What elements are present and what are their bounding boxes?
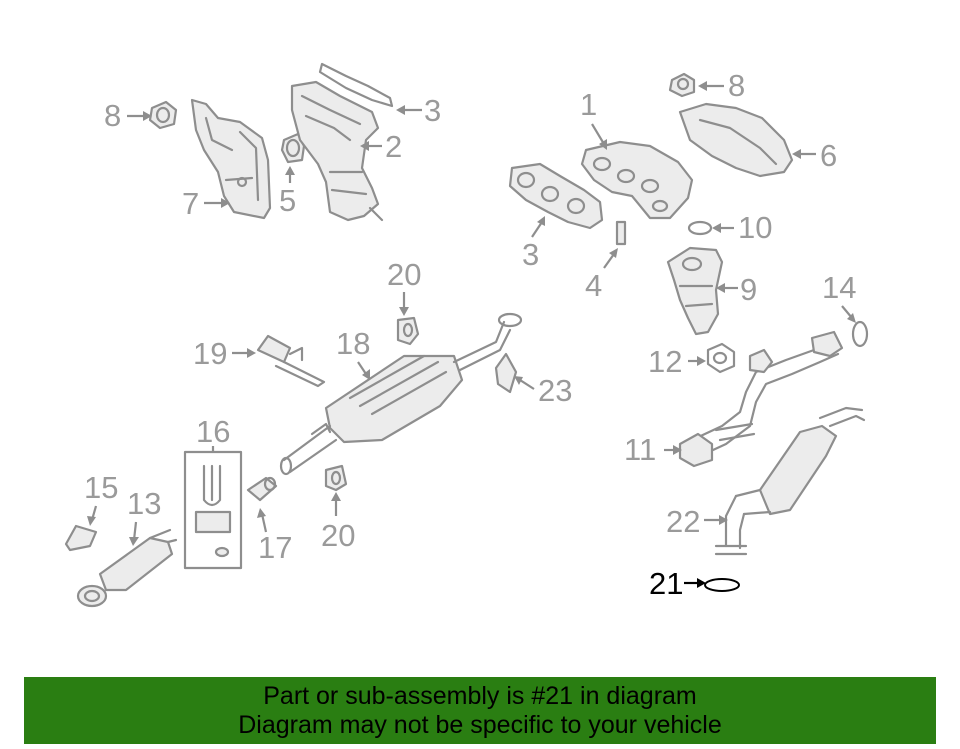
svg-text:10: 10	[738, 210, 772, 245]
svg-text:3: 3	[522, 237, 539, 272]
part-7-heat-shield-left[interactable]	[190, 98, 272, 220]
svg-text:22: 22	[666, 504, 700, 539]
svg-text:13: 13	[127, 486, 161, 521]
svg-text:4: 4	[585, 268, 602, 303]
info-banner: Part or sub-assembly is #21 in diagram D…	[24, 677, 936, 744]
svg-text:1: 1	[580, 87, 597, 122]
svg-text:12: 12	[648, 344, 682, 379]
part-1-exhaust-manifold[interactable]	[580, 140, 694, 220]
callout-7: 7	[182, 186, 230, 221]
svg-text:18: 18	[336, 326, 370, 361]
callout-17: 17	[257, 508, 292, 565]
callout-23: 23	[514, 373, 572, 408]
callout-11: 11	[624, 432, 682, 467]
part-20-hanger-top[interactable]	[396, 316, 420, 346]
callout-15: 15	[84, 470, 118, 526]
callout-6: 6	[792, 138, 837, 173]
part-15-bracket[interactable]	[64, 524, 98, 552]
svg-text:14: 14	[822, 270, 856, 305]
part-13-catalytic-converter[interactable]	[76, 528, 178, 608]
part-18-muffler-assembly[interactable]	[279, 312, 523, 476]
part-8-nut-left[interactable]	[148, 100, 178, 130]
part-11-front-pipe[interactable]	[678, 330, 844, 468]
part-14-gasket[interactable]	[851, 320, 869, 348]
callout-19: 19	[193, 336, 256, 371]
part-22-resonator-pipe[interactable]	[714, 406, 866, 556]
part-6-heat-shield-right[interactable]	[678, 102, 794, 178]
svg-text:9: 9	[740, 272, 757, 307]
callout-20-bottom: 20	[321, 492, 355, 553]
callout-3-right: 3	[522, 216, 545, 272]
part-10-ring-gasket[interactable]	[687, 220, 713, 236]
callout-4: 4	[585, 248, 618, 303]
callout-16: 16	[196, 414, 230, 452]
svg-text:2: 2	[385, 129, 402, 164]
svg-text:8: 8	[728, 68, 745, 103]
callout-8-right: 8	[698, 68, 745, 103]
part-16-clamp-kit[interactable]	[183, 450, 243, 570]
callout-9: 9	[716, 272, 757, 307]
svg-text:5: 5	[279, 183, 296, 218]
svg-text:6: 6	[820, 138, 837, 173]
svg-text:11: 11	[624, 432, 656, 467]
part-3-gasket-left[interactable]	[318, 62, 394, 108]
part-12-flange-gasket[interactable]	[706, 342, 736, 374]
svg-text:20: 20	[387, 257, 421, 292]
svg-text:16: 16	[196, 414, 230, 449]
svg-text:21: 21	[649, 566, 683, 601]
svg-text:23: 23	[538, 373, 572, 408]
svg-text:20: 20	[321, 518, 355, 553]
callout-1: 1	[580, 87, 607, 150]
callout-5: 5	[279, 166, 296, 218]
callout-10: 10	[712, 210, 772, 245]
callout-18: 18	[336, 326, 370, 380]
part-8-nut-right[interactable]	[668, 72, 696, 98]
svg-text:3: 3	[424, 93, 441, 128]
part-23-clip[interactable]	[494, 352, 518, 394]
part-9-converter[interactable]	[666, 246, 724, 336]
svg-text:19: 19	[193, 336, 227, 371]
svg-text:8: 8	[104, 98, 121, 133]
part-20-hanger-bottom[interactable]	[324, 464, 348, 492]
callout-14: 14	[822, 270, 856, 323]
banner-line-2: Diagram may not be specific to your vehi…	[238, 710, 722, 739]
banner-line-1: Part or sub-assembly is #21 in diagram	[263, 681, 697, 710]
exhaust-parts-diagram: 8 7 5 2 3	[64, 62, 869, 608]
part-3-gasket-right[interactable]	[508, 162, 604, 230]
part-17-sleeve[interactable]	[246, 476, 278, 502]
callout-21: 21	[649, 566, 706, 601]
callout-3-left: 3	[396, 93, 441, 128]
part-19-bracket[interactable]	[256, 334, 326, 388]
callout-2: 2	[360, 129, 402, 164]
svg-text:7: 7	[182, 186, 199, 221]
svg-text:17: 17	[258, 530, 292, 565]
part-2-manifold-converter[interactable]	[290, 80, 384, 222]
callout-12: 12	[648, 344, 706, 379]
svg-text:15: 15	[84, 470, 118, 505]
callout-8-left: 8	[104, 98, 152, 133]
part-21-gasket[interactable]	[704, 578, 740, 592]
part-4-stud[interactable]	[615, 220, 627, 246]
callout-22: 22	[666, 504, 728, 539]
callout-20-top: 20	[387, 257, 421, 316]
callout-13: 13	[127, 486, 161, 546]
